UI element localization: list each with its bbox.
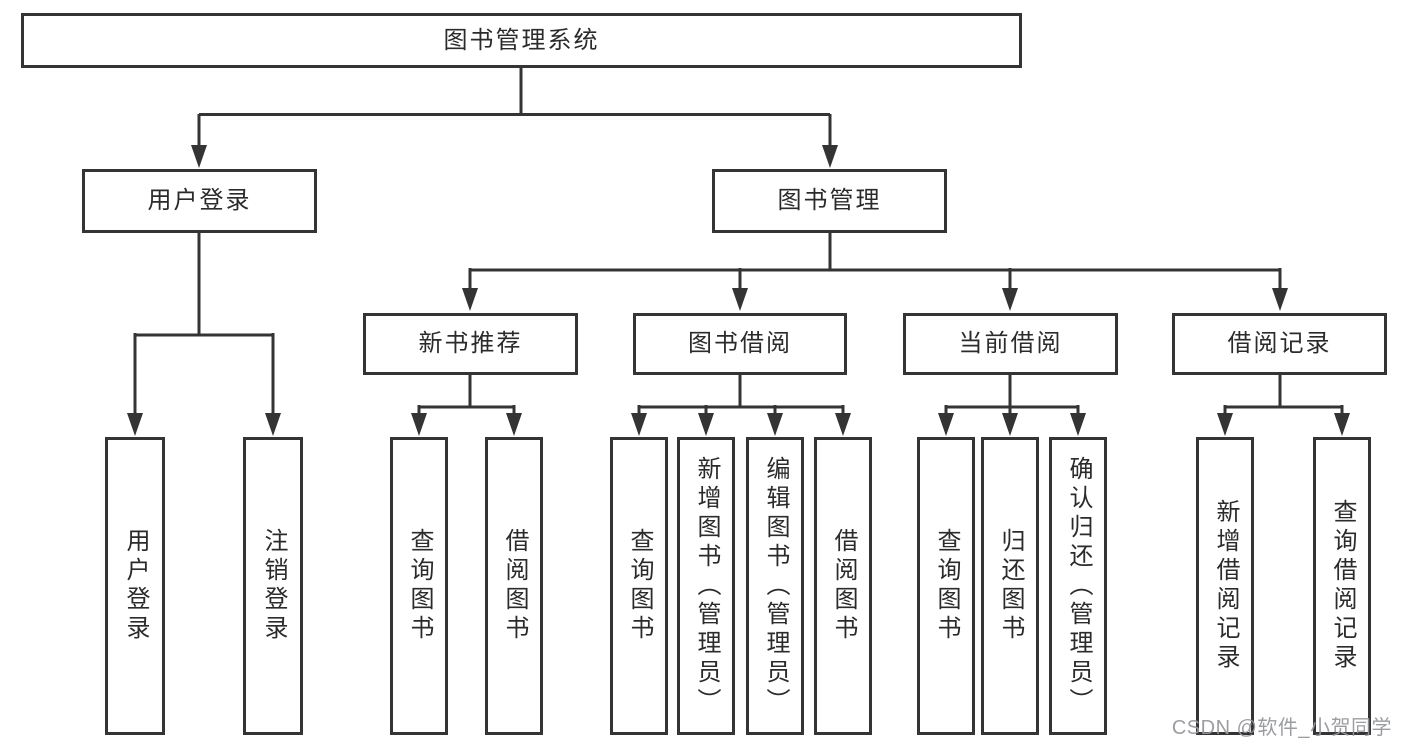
leaf-return-book-label: 归还图书 <box>997 528 1024 644</box>
leaf-logout: 注销登录 <box>243 437 303 735</box>
leaf-add-book-admin: 新增图书（管理员） <box>677 437 735 735</box>
leaf-query-books-recommend: 查询图书 <box>390 437 448 735</box>
leaf-query-borrow-record-label: 查询借阅记录 <box>1329 499 1356 673</box>
leaf-confirm-return-admin-label: 确认归还（管理员） <box>1065 455 1092 717</box>
leaf-add-borrow-record-label: 新增借阅记录 <box>1212 499 1239 673</box>
leaf-edit-book-admin-label: 编辑图书（管理员） <box>762 455 789 717</box>
leaf-query-books-current-label: 查询图书 <box>933 528 960 644</box>
leaf-query-books-borrow: 查询图书 <box>610 437 668 735</box>
leaf-edit-book-admin: 编辑图书（管理员） <box>746 437 804 735</box>
node-library-system: 图书管理系统 <box>21 13 1022 68</box>
leaf-query-books-current: 查询图书 <box>917 437 975 735</box>
leaf-borrow-books-recommend-label: 借阅图书 <box>501 528 528 644</box>
node-book-management: 图书管理 <box>712 169 947 233</box>
leaf-return-book: 归还图书 <box>981 437 1039 735</box>
leaf-user-login-label: 用户登录 <box>122 528 149 644</box>
leaf-add-borrow-record: 新增借阅记录 <box>1196 437 1254 735</box>
node-new-book-recommend: 新书推荐 <box>363 313 578 375</box>
node-current-borrow: 当前借阅 <box>903 313 1118 375</box>
leaf-query-borrow-record: 查询借阅记录 <box>1313 437 1371 735</box>
node-book-borrow: 图书借阅 <box>633 313 847 375</box>
node-borrow-records: 借阅记录 <box>1172 313 1387 375</box>
leaf-query-books-recommend-label: 查询图书 <box>406 528 433 644</box>
node-user-login: 用户登录 <box>82 169 317 233</box>
leaf-borrow-books-recommend: 借阅图书 <box>485 437 543 735</box>
leaf-logout-label: 注销登录 <box>260 528 287 644</box>
leaf-confirm-return-admin: 确认归还（管理员） <box>1049 437 1107 735</box>
leaf-add-book-admin-label: 新增图书（管理员） <box>693 455 720 717</box>
leaf-borrow-books: 借阅图书 <box>814 437 872 735</box>
leaf-borrow-books-label: 借阅图书 <box>830 528 857 644</box>
csdn-watermark: CSDN @软件_小贺同学 <box>1171 717 1392 739</box>
leaf-query-books-borrow-label: 查询图书 <box>626 528 653 644</box>
leaf-user-login: 用户登录 <box>105 437 165 735</box>
